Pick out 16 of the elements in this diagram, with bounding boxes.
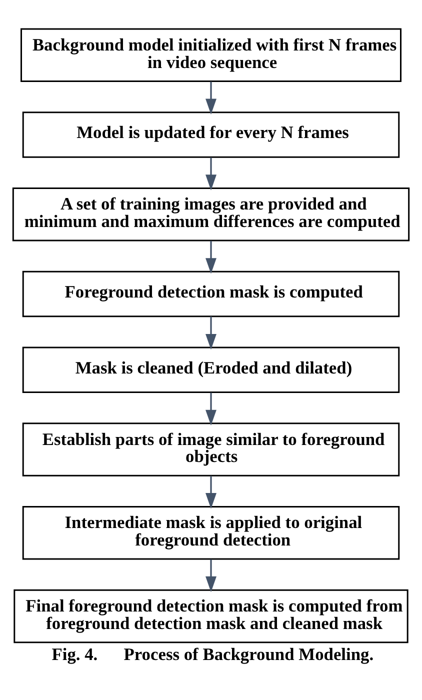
arrow	[206, 476, 216, 509]
node-box: Model is updated for every N frames	[22, 112, 400, 158]
caption: Fig. 4. Process of Background Modeling.	[52, 644, 374, 664]
arrow	[206, 82, 216, 114]
node-box: A set of training images are provided and minimum and maximum differences are computed	[12, 188, 410, 242]
arrow	[206, 157, 216, 190]
node-box: Foreground detection mask is computed	[22, 270, 400, 318]
arrow	[206, 392, 216, 426]
arrow	[206, 240, 216, 274]
arrow	[206, 316, 216, 350]
node-box: Final foreground detection mask is computed from foreground detection mask and cleaned mask	[14, 589, 408, 644]
node-box: Intermediate mask is applied to original foreground detection	[22, 506, 400, 560]
node-box: Establish parts of image similar to foreground objects	[22, 422, 400, 476]
node-box: Background model initialized with first N frames in video sequence	[20, 28, 402, 82]
node-box: Mask is cleaned (Eroded and dilated)	[22, 346, 400, 394]
arrow	[206, 559, 216, 592]
